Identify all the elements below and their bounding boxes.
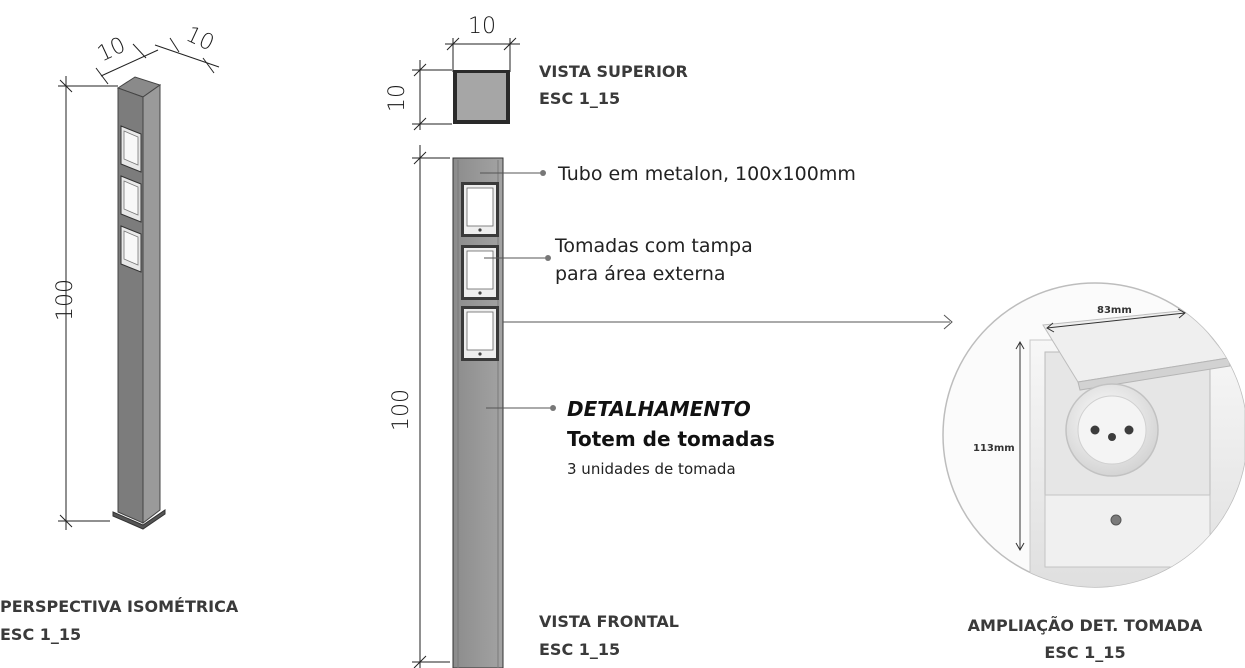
front-post-body: [452, 157, 504, 668]
iso-socket-2: [120, 175, 142, 223]
photo-width-label: 83mm: [1097, 305, 1132, 316]
leader-dot-sockets: [545, 255, 551, 261]
callout-detail-name: Totem de tomadas: [567, 427, 775, 451]
front-socket-2: [461, 245, 499, 300]
top-view-scale: ESC 1_15: [539, 89, 620, 108]
detail-view-scale: ESC 1_15: [1044, 643, 1125, 662]
iso-post: [112, 76, 166, 530]
top-depth-label: 10: [385, 84, 410, 112]
callout-detail-units: 3 unidades de tomada: [567, 460, 736, 478]
front-leader-lines: [480, 172, 953, 409]
photo-dimension-lines: [1015, 308, 1186, 552]
leader-dot-tube: [540, 170, 546, 176]
iso-height-label: 100: [53, 279, 78, 321]
front-socket-1: [461, 182, 499, 237]
front-view-title: VISTA FRONTAL: [539, 612, 679, 631]
iso-depth-label: 10: [182, 22, 218, 56]
leader-dot-detail: [550, 405, 556, 411]
front-view: 100: [389, 145, 953, 668]
callout-tube: Tubo em metalon, 100x100mm: [557, 163, 856, 185]
top-dimension-lines: [412, 37, 520, 131]
top-width-label: 10: [468, 14, 496, 39]
front-height-dimension: [412, 145, 450, 668]
top-post-face: [457, 73, 506, 120]
detail-view: 83mm 113mm AMPLIAÇÃO DET. TOMADA ESC 1_1…: [942, 282, 1245, 662]
iso-view-title: PERSPECTIVA ISOMÉTRICA: [0, 597, 239, 616]
iso-view-scale: ESC 1_15: [0, 625, 81, 644]
photo-height-label: 113mm: [973, 443, 1015, 454]
callout-sockets-line2: para área externa: [555, 263, 726, 285]
top-view-title: VISTA SUPERIOR: [539, 62, 688, 81]
iso-height-dimension: [58, 76, 118, 530]
front-view-scale: ESC 1_15: [539, 640, 620, 659]
front-socket-3: [461, 306, 499, 361]
callout-detail-heading: DETALHAMENTO: [567, 397, 751, 421]
socket-photo: [1029, 309, 1245, 587]
callout-sockets-line1: Tomadas com tampa: [554, 235, 753, 257]
isometric-view: 10 10 100: [0, 22, 239, 644]
top-view: 10 10 VISTA SUPERIOR ESC 1_15: [385, 14, 688, 131]
detail-view-title: AMPLIAÇÃO DET. TOMADA: [968, 616, 1203, 635]
front-height-label: 100: [389, 389, 414, 431]
iso-socket-1: [120, 125, 142, 173]
iso-width-label: 10: [94, 33, 130, 67]
iso-socket-3: [120, 225, 142, 273]
